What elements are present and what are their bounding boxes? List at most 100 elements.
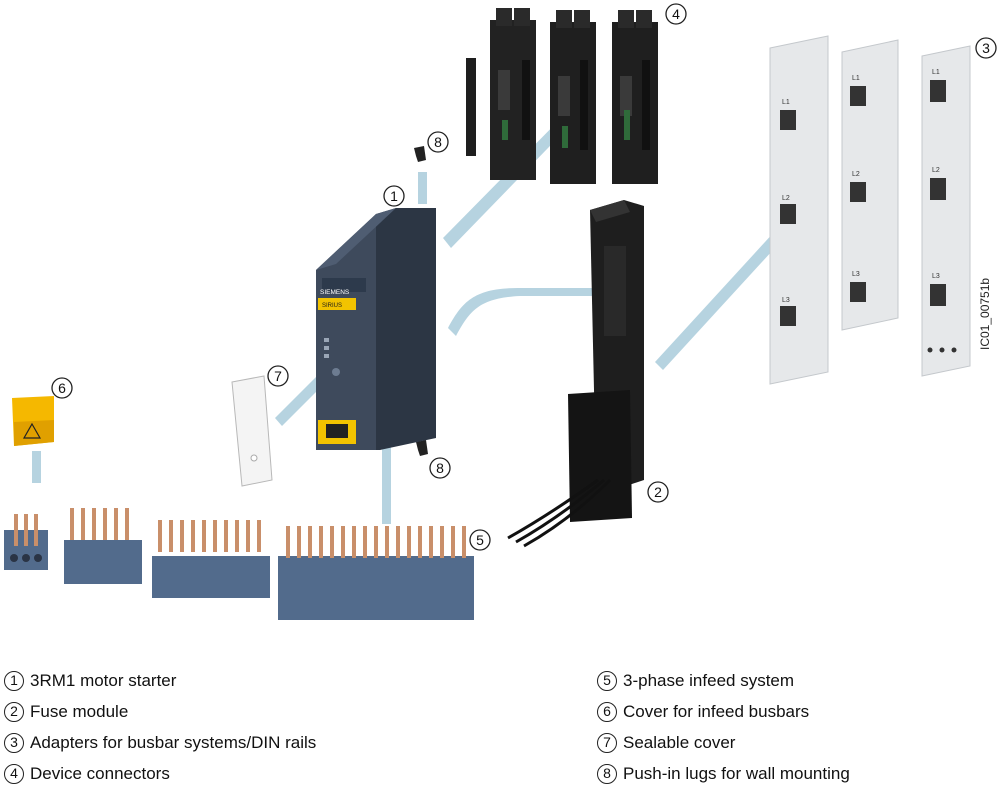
- adapter-label-l1: L1: [782, 99, 790, 106]
- busbar-pin: [202, 520, 206, 552]
- push-in-lug-bottom: [416, 440, 428, 456]
- busbar-pins: [14, 508, 466, 558]
- adapter-label-l2: L2: [932, 167, 940, 174]
- device-connector: [550, 10, 596, 184]
- busbar-pin: [396, 526, 400, 558]
- callout-4: 4: [665, 3, 687, 25]
- adapter-label-l1: L1: [852, 75, 860, 82]
- legend-text: 3-phase infeed system: [623, 671, 795, 690]
- legend-item: 5 3-phase infeed system: [597, 665, 850, 696]
- push-in-lug-top: [414, 146, 426, 162]
- svg-text:8: 8: [436, 460, 444, 476]
- busbar-pin: [330, 526, 334, 558]
- legend-text: Push-in lugs for wall mounting: [623, 764, 850, 783]
- exploded-view-diagram: SIEMENS SIRIUS: [4, 3, 997, 620]
- busbar-pin: [462, 526, 466, 558]
- drawing-reference-code: IC01_00751b: [978, 277, 992, 350]
- legend-item: 6 Cover for infeed busbars: [597, 696, 850, 727]
- busbar-pin: [235, 520, 239, 552]
- legend-number: 4: [4, 763, 24, 784]
- busbar-pin: [297, 526, 301, 558]
- busbar-pin: [418, 526, 422, 558]
- legend-item: 8 Push-in lugs for wall mounting: [597, 758, 850, 789]
- callout-2: 2: [647, 481, 669, 503]
- callout-8-bottom: 8: [429, 457, 451, 479]
- busbar-pin: [14, 514, 18, 546]
- legend-left-column: 1 3RM1 motor starter 2 Fuse module 3 Ada…: [4, 665, 316, 789]
- busbar-pin: [224, 520, 228, 552]
- busbar-pin: [103, 508, 107, 540]
- svg-text:1: 1: [390, 188, 398, 204]
- busbar-pin: [429, 526, 433, 558]
- busbar-pin: [440, 526, 444, 558]
- adapter-label-l1: L1: [932, 69, 940, 76]
- busbar-pin: [385, 526, 389, 558]
- legend-text: Device connectors: [30, 764, 170, 783]
- svg-text:5: 5: [476, 532, 484, 548]
- busbar-pin: [180, 520, 184, 552]
- legend-number: 3: [4, 732, 24, 753]
- legend-number: 5: [597, 670, 617, 691]
- callout-3: 3: [975, 37, 997, 59]
- legend-number: 1: [4, 670, 24, 691]
- legend-item: 4 Device connectors: [4, 758, 316, 789]
- adapter-label-l2: L2: [852, 171, 860, 178]
- legend-text: Cover for infeed busbars: [623, 702, 810, 721]
- busbar-pin: [125, 508, 129, 540]
- busbar-adapter: L1 L2 L3: [769, 35, 829, 385]
- busbar-pin: [363, 526, 367, 558]
- legend-number: 2: [4, 701, 24, 722]
- svg-text:7: 7: [274, 368, 282, 384]
- busbar-pin: [191, 520, 195, 552]
- busbar-pin: [70, 508, 74, 540]
- busbar-pin: [374, 526, 378, 558]
- legend-right-column: 5 3-phase infeed system 6 Cover for infe…: [597, 665, 850, 789]
- svg-text:3: 3: [982, 40, 990, 56]
- legend-text: Fuse module: [30, 702, 129, 721]
- busbar-pin: [34, 514, 38, 546]
- brand-label: SIEMENS: [320, 289, 350, 296]
- callout-6: 6: [51, 377, 73, 399]
- busbar-pin: [92, 508, 96, 540]
- busbar-adapter: L1 L2 L3: [841, 39, 899, 331]
- callout-8-top: 8: [427, 131, 449, 153]
- busbar-pin: [114, 508, 118, 540]
- fuse-module: [507, 200, 644, 548]
- busbar-pin: [319, 526, 323, 558]
- device-connector-group: [466, 8, 658, 184]
- busbar-pin: [352, 526, 356, 558]
- legend-item: 3 Adapters for busbar systems/DIN rails: [4, 727, 316, 758]
- busbar-pin: [257, 520, 261, 552]
- legend-text: Adapters for busbar systems/DIN rails: [30, 733, 317, 752]
- adapter-label-l3: L3: [932, 273, 940, 280]
- infeed-busbar-cover: [12, 396, 54, 446]
- callout-1: 1: [383, 185, 405, 207]
- legend-number: 8: [597, 763, 617, 784]
- legend-number: 6: [597, 701, 617, 722]
- adapter-label-l3: L3: [782, 297, 790, 304]
- adapter-label-l3: L3: [852, 271, 860, 278]
- busbar-adapter: L1 L2 L3: [921, 45, 971, 377]
- legend-item: 2 Fuse module: [4, 696, 316, 727]
- busbar-pin: [451, 526, 455, 558]
- device-connector: [612, 10, 658, 184]
- legend-text: 3RM1 motor starter: [30, 671, 177, 690]
- svg-text:4: 4: [672, 6, 680, 22]
- product-label: SIRIUS: [322, 303, 342, 309]
- adapter-label-l2: L2: [782, 195, 790, 202]
- callout-markers: 1 2 3 4 5 6 7 8: [51, 3, 997, 551]
- callout-7: 7: [267, 365, 289, 387]
- busbar-pin: [341, 526, 345, 558]
- legend-item: 7 Sealable cover: [597, 727, 850, 758]
- legend-text: Sealable cover: [623, 733, 736, 752]
- busbar-pin: [24, 514, 28, 546]
- busbar-pin: [169, 520, 173, 552]
- motor-starter: SIEMENS SIRIUS: [316, 208, 436, 450]
- busbar-pin: [308, 526, 312, 558]
- busbar-pin: [158, 520, 162, 552]
- busbar-pin: [246, 520, 250, 552]
- svg-text:2: 2: [654, 484, 662, 500]
- device-connector: [490, 8, 536, 180]
- busbar-pin: [407, 526, 411, 558]
- sealable-cover: [231, 375, 273, 487]
